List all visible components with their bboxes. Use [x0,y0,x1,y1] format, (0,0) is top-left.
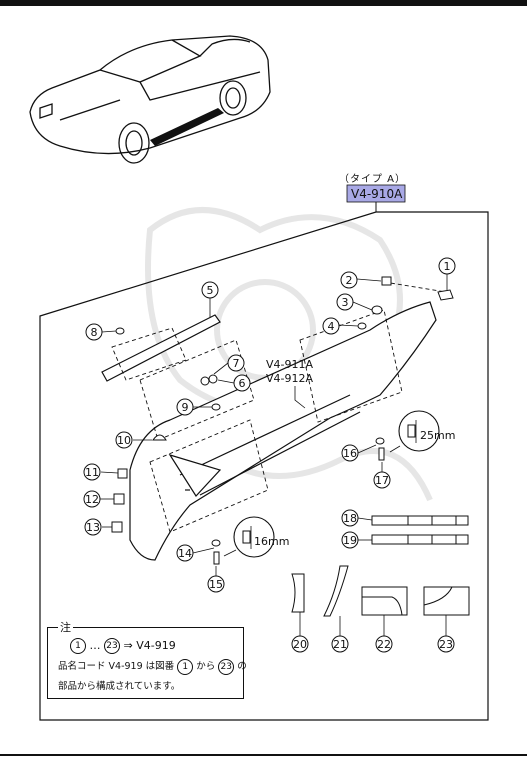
callout-14: 14 [176,544,194,562]
callout-2: 2 [340,271,358,289]
note-line-code: 品名コード V4-919 は図番 1 から 23 の [58,658,247,675]
svg-text:14: 14 [178,547,192,560]
highlighted-side-sill [150,108,224,146]
note-range-sep: … [89,639,101,652]
tape-strips [371,515,469,545]
callout-3: 3 [336,293,354,311]
svg-text:2: 2 [346,274,353,287]
svg-text:12: 12 [85,493,99,506]
callout-19: 19 [341,531,359,549]
callout-17: 17 [373,471,391,489]
callout-20: 20 [291,635,309,653]
dim-16mm: 16mm [254,535,289,548]
note-line2-suffix: の [237,661,247,672]
small-panels [291,565,470,617]
assembly-frame [39,211,489,721]
dashed-guides [111,281,447,533]
note-title: 注 [58,619,73,635]
svg-text:3: 3 [342,296,349,309]
callout-13: 13 [84,518,102,536]
svg-text:15: 15 [209,578,223,591]
svg-text:23: 23 [439,638,453,651]
callout-leaders [100,274,448,636]
callout-21: 21 [331,635,349,653]
svg-text:19: 19 [343,534,357,547]
callout-12: 12 [83,490,101,508]
svg-text:20: 20 [293,638,307,651]
svg-text:9: 9 [182,401,189,414]
callout-11: 11 [83,463,101,481]
svg-text:22: 22 [377,638,391,651]
note-line-range: 1 … 23 ⇒ V4-919 [70,638,176,654]
callout-18: 18 [341,509,359,527]
callout-9: 9 [176,398,194,416]
type-label: （タイプ A） [339,173,406,185]
svg-text:21: 21 [333,638,347,651]
side-sill-body [129,301,437,561]
note-box: 注 1 … 23 ⇒ V4-919 品名コード V4-919 は図番 1 から … [47,619,247,699]
callout-5: 5 [201,281,219,299]
note-line2-end: 23 [218,658,235,675]
part-label-v4-911a: V4-911A [266,358,313,371]
callout-6: 6 [233,374,251,392]
svg-text:6: 6 [239,377,246,390]
svg-text:7: 7 [233,357,240,370]
detail-25mm: 25mm [389,410,455,453]
note-arrow-target: ⇒ V4-919 [123,639,176,652]
callout-4: 4 [322,317,340,335]
callout-16: 16 [341,444,359,462]
note-range-start: 1 [70,638,86,654]
dim-25mm: 25mm [420,429,455,442]
svg-text:8: 8 [91,326,98,339]
assembly-code: V4-910A [351,187,403,201]
callout-1: 1 [438,257,456,275]
detail-16mm: 16mm [223,516,289,558]
note-line2-prefix: 品名コード V4-919 は図番 [58,661,175,672]
part-label-v4-912a: V4-912A [266,372,313,385]
svg-text:18: 18 [343,512,357,525]
note-line2-start: 1 [177,658,194,675]
svg-text:11: 11 [85,466,99,479]
svg-text:13: 13 [86,521,100,534]
bottom-rule [0,754,527,756]
svg-text:17: 17 [375,474,389,487]
callout-8: 8 [85,323,103,341]
callout-15: 15 [207,575,225,593]
svg-text:4: 4 [328,320,335,333]
note-line2-mid: から [196,661,216,672]
callout-22: 22 [375,635,393,653]
svg-text:1: 1 [444,260,451,273]
note-range-end: 23 [104,638,120,654]
car-illustration [29,35,271,164]
callout-7: 7 [227,354,245,372]
callout-10: 10 [115,431,133,449]
svg-text:5: 5 [207,284,214,297]
part-label-leader [294,386,306,409]
svg-text:16: 16 [343,447,357,460]
trim-strip-5 [101,314,221,382]
svg-text:10: 10 [117,434,131,447]
callout-23: 23 [437,635,455,653]
top-rule [0,0,527,6]
note-line-composition: 部品から構成されています。 [58,681,181,692]
